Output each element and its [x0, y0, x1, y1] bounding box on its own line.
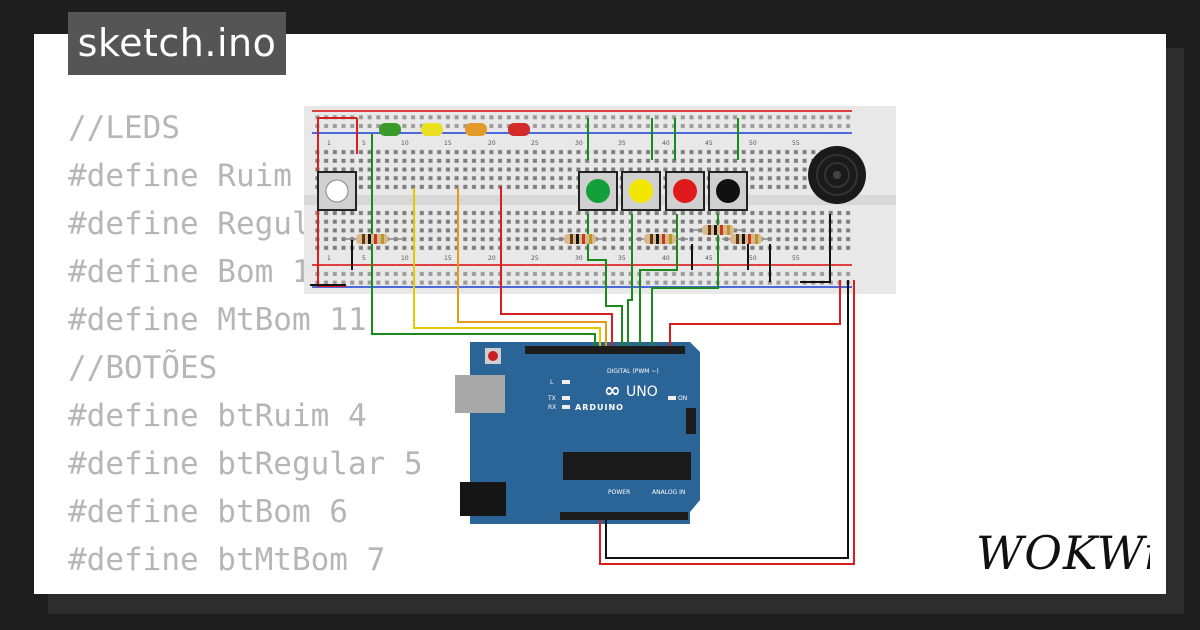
on-led-label: ON	[678, 395, 687, 402]
orange-led[interactable]	[465, 123, 487, 136]
resistor[interactable]	[554, 234, 606, 244]
wokwi-logo: WOKWi	[976, 522, 1159, 582]
svg-text:45: 45	[705, 140, 713, 147]
board-maker-label: ARDUINO	[575, 403, 624, 412]
analog-header-label: ANALOG IN	[652, 489, 685, 496]
code-line: #define btBom 6	[68, 494, 348, 530]
resistor[interactable]	[722, 234, 772, 244]
green-led[interactable]	[379, 123, 401, 136]
power-header-label: POWER	[608, 489, 630, 496]
svg-text:30: 30	[575, 255, 583, 262]
piezo-buzzer[interactable]	[808, 146, 866, 204]
svg-text:50: 50	[749, 255, 757, 262]
svg-text:35: 35	[618, 255, 626, 262]
rx-led-label: RX	[548, 404, 556, 411]
red-pushbutton[interactable]	[665, 171, 705, 211]
svg-text:20: 20	[488, 255, 496, 262]
code-line: #define btMtBom 7	[68, 542, 386, 578]
yellow-pushbutton[interactable]	[621, 171, 661, 211]
svg-text:20: 20	[488, 140, 496, 147]
svg-text:15: 15	[444, 255, 452, 262]
svg-text:5: 5	[362, 140, 366, 147]
l-led-label: L	[550, 379, 554, 386]
resistor[interactable]	[344, 234, 402, 244]
leds	[379, 123, 530, 136]
resistor[interactable]	[636, 234, 688, 244]
svg-text:15: 15	[444, 140, 452, 147]
code-line: //BOTÕES	[68, 350, 218, 386]
svg-text:10: 10	[401, 255, 409, 262]
svg-text:25: 25	[531, 140, 539, 147]
code-line: #define Bom 10	[68, 254, 330, 290]
resistors	[344, 225, 772, 244]
pushbuttons	[317, 171, 748, 211]
tx-led-label: TX	[547, 395, 556, 402]
svg-text:40: 40	[662, 255, 670, 262]
svg-text:45: 45	[705, 255, 713, 262]
svg-text:25: 25	[531, 255, 539, 262]
brand-name: WOKWi	[976, 526, 1150, 580]
svg-text:10: 10	[401, 140, 409, 147]
svg-text:50: 50	[749, 140, 757, 147]
svg-text:30: 30	[575, 140, 583, 147]
yellow-led[interactable]	[421, 123, 443, 136]
code-line: #define MtBom 11	[68, 302, 367, 338]
board-model-label: UNO	[626, 384, 658, 400]
svg-text:35: 35	[618, 140, 626, 147]
svg-text:1: 1	[327, 255, 331, 262]
reset-pushbutton[interactable]	[317, 171, 357, 211]
code-line: #define btRuim 4	[68, 398, 367, 434]
red-led[interactable]	[508, 123, 530, 136]
code-line: #define btRegular 5	[68, 446, 423, 482]
svg-text:∞: ∞	[604, 378, 621, 402]
svg-text:55: 55	[792, 140, 800, 147]
svg-text:40: 40	[662, 140, 670, 147]
green-pushbutton[interactable]	[578, 171, 618, 211]
svg-text:55: 55	[792, 255, 800, 262]
code-line: #define speaker 2	[68, 584, 423, 594]
svg-text:5: 5	[362, 255, 366, 262]
file-name-tag: sketch.ino	[68, 12, 286, 75]
digital-header-label: DIGITAL (PWM ~)	[607, 368, 659, 375]
resistor[interactable]	[694, 225, 744, 235]
svg-text:1: 1	[327, 140, 331, 147]
code-line: //LEDS	[68, 110, 180, 146]
arduino-uno-board: ∞ UNO ARDUINO DIGITAL (PWM ~) POWER ANAL…	[455, 342, 700, 524]
black-pushbutton[interactable]	[708, 171, 748, 211]
